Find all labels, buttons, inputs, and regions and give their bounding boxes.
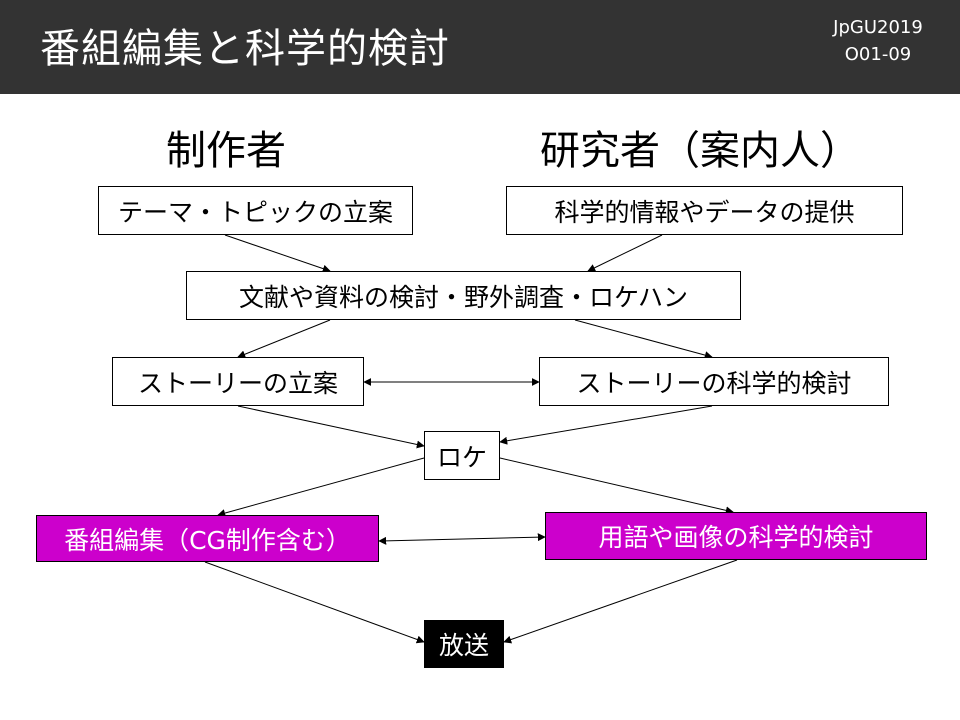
arrow-science-to-research — [587, 234, 663, 272]
node-location: ロケ — [424, 431, 500, 480]
arrow-story-check-to-location — [499, 405, 713, 445]
arrow-location-to-term-check — [499, 457, 734, 515]
arrow-editing-term-check — [378, 533, 546, 545]
node-editing: 番組編集（CG制作含む） — [36, 515, 379, 562]
arrow-research-to-story-check — [574, 319, 713, 359]
node-broadcast: 放送 — [424, 620, 504, 668]
slide-header: 番組編集と科学的検討 JpGU2019 O01-09 — [0, 0, 960, 94]
conference-name: JpGU2019 — [833, 17, 923, 38]
session-id: O01-09 — [844, 44, 912, 65]
node-theme-planning: テーマ・トピックの立案 — [98, 186, 413, 235]
node-story-plan: ストーリーの立案 — [112, 357, 364, 406]
arrow-term-check-to-broadcast — [503, 559, 738, 644]
node-term-check: 用語や画像の科学的検討 — [545, 512, 927, 560]
arrow-location-to-editing — [217, 457, 425, 517]
node-research: 文献や資料の検討・野外調査・ロケハン — [186, 271, 741, 320]
arrow-theme-to-research — [224, 234, 331, 273]
node-story-check: ストーリーの科学的検討 — [539, 357, 889, 406]
researcher-heading: 研究者（案内人） — [540, 128, 860, 174]
producer-heading: 制作者 — [166, 128, 286, 174]
arrow-editing-to-broadcast — [204, 561, 425, 644]
slide-title: 番組編集と科学的検討 — [40, 26, 450, 72]
conference-label: JpGU2019 O01-09 — [818, 14, 938, 68]
arrow-story-plan-to-location — [237, 405, 425, 449]
node-science-info: 科学的情報やデータの提供 — [506, 186, 903, 235]
arrow-research-to-story-plan — [237, 319, 331, 359]
